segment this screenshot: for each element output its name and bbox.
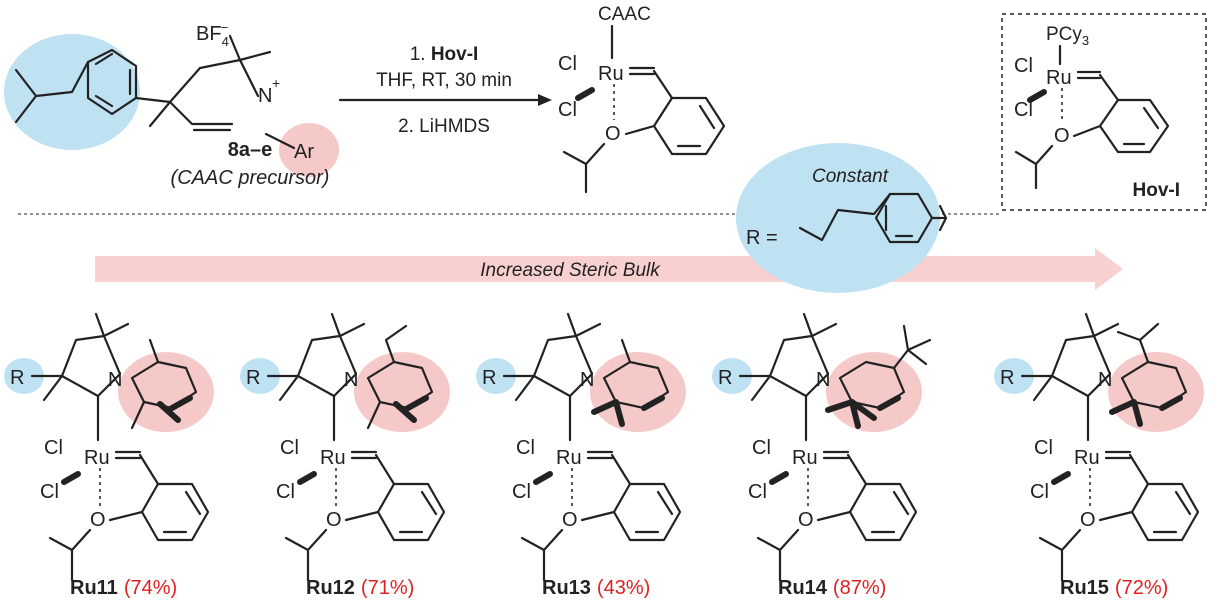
precursor-n-label: N — [258, 85, 272, 107]
constant-title: Constant — [812, 166, 889, 187]
product-cl-top: Cl — [558, 53, 577, 75]
hov-i-metal: Ru — [1046, 67, 1072, 89]
r-label: R — [246, 367, 260, 389]
trend-label: Increased Steric Bulk — [480, 260, 661, 281]
precursor-anion: BF4− — [196, 20, 229, 49]
r-label: R — [1000, 367, 1014, 389]
ru-label: Ru — [1074, 447, 1100, 469]
hov-i-cl-top: Cl — [1014, 55, 1033, 77]
ru-label: Ru — [792, 447, 818, 469]
blue-highlight-constant — [736, 143, 940, 293]
cl-bottom: Cl — [276, 481, 295, 503]
hov-i-ligand: PCy3 — [1046, 24, 1089, 48]
r-highlight — [476, 358, 516, 394]
product-ligand: CAAC — [598, 4, 651, 25]
cl-bottom: Cl — [512, 481, 531, 503]
caac-precursor: N + Ar BF4− 8a–e (CAAC precursor) — [4, 20, 339, 189]
product-metal: Ru — [598, 63, 624, 85]
ru-label: Ru — [320, 447, 346, 469]
step2-label: 2. LiHMDS — [398, 116, 490, 137]
r-label: R — [10, 367, 24, 389]
r-label: R — [718, 367, 732, 389]
catalyst-name: Ru13(43%) — [542, 577, 650, 599]
r-highlight — [994, 358, 1034, 394]
cl-top: Cl — [752, 437, 771, 459]
n-label: N — [580, 369, 594, 391]
step1-label: 1. Hov-I — [410, 44, 479, 65]
product-o-label: O — [605, 123, 621, 145]
cl-top: Cl — [280, 437, 299, 459]
constant-r-group: Constant R = — [736, 143, 948, 293]
o-label: O — [798, 509, 814, 531]
cl-bottom: Cl — [40, 481, 59, 503]
catalyst-ru11: R N Ru Cl Cl O Ru11(74%) — [4, 312, 214, 599]
r-label: R — [482, 367, 496, 389]
ru-label: Ru — [84, 447, 110, 469]
n-label: N — [1098, 369, 1112, 391]
cl-top: Cl — [1034, 437, 1053, 459]
n-label: N — [344, 369, 358, 391]
precursor-caption: (CAAC precursor) — [171, 167, 330, 189]
product-cl-bottom: Cl — [558, 99, 577, 121]
constant-r-label: R = — [746, 227, 778, 249]
catalyst-ru13: R N Ru Cl Cl O Ru13(43%) — [476, 312, 686, 599]
cl-top: Cl — [44, 437, 63, 459]
hov-i-cl-bottom: Cl — [1014, 99, 1033, 121]
cl-top: Cl — [516, 437, 535, 459]
o-label: O — [1080, 509, 1096, 531]
step1-conditions: THF, RT, 30 min — [376, 70, 512, 91]
r-highlight — [712, 358, 752, 394]
cl-bottom: Cl — [748, 481, 767, 503]
catalyst-name: Ru12(71%) — [306, 577, 414, 599]
hov-i-o-label: O — [1054, 125, 1070, 147]
catalyst-name: Ru11(74%) — [70, 577, 177, 599]
o-label: O — [562, 509, 578, 531]
n-label: N — [816, 369, 830, 391]
precursor-ar-label: Ar — [294, 141, 314, 163]
o-label: O — [326, 509, 342, 531]
ru-label: Ru — [556, 447, 582, 469]
pink-highlight-aryl — [279, 123, 339, 177]
cl-bottom: Cl — [1030, 481, 1049, 503]
caac-ru-product: CAAC Ru Cl Cl O — [558, 4, 726, 194]
hov-i-name: Hov-I — [1133, 180, 1181, 201]
catalyst-name: Ru14(87%) — [778, 577, 886, 599]
n-label: N — [108, 369, 122, 391]
precursor-code: 8a–e — [228, 139, 273, 161]
r-highlight — [240, 358, 280, 394]
reaction-arrow: 1. Hov-I THF, RT, 30 min 2. LiHMDS — [338, 44, 552, 137]
r-highlight — [4, 358, 44, 394]
reaction-arrowhead — [538, 94, 552, 106]
hov-i-box: PCy3 Ru Cl Cl O Hov-I — [1001, 13, 1207, 211]
catalyst-ru14: R N Ru Cl Cl O Ru14(87%) — [712, 312, 932, 599]
precursor-n-charge: + — [272, 75, 280, 91]
trend-arrow: Increased Steric Bulk — [95, 248, 1123, 290]
o-label: O — [90, 509, 106, 531]
catalyst-ru15: R N Ru Cl Cl O Ru15(72%) — [994, 312, 1204, 599]
catalyst-ru12: R N Ru Cl Cl O Ru12(71%) — [240, 312, 450, 599]
catalyst-name: Ru15(72%) — [1060, 577, 1168, 599]
